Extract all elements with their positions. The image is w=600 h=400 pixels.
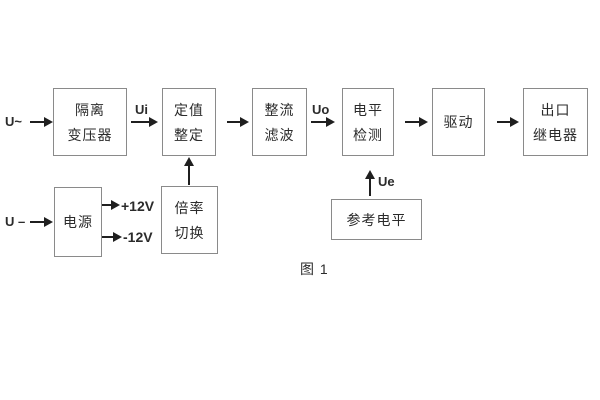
block-label: 变压器 <box>67 126 113 143</box>
block-reference-level: 参考电平 <box>331 199 422 240</box>
arrow-setpoint-to-rectifier <box>227 117 249 127</box>
arrow-dc-input <box>30 217 53 227</box>
signal-uo-label: Uo <box>312 102 330 117</box>
block-label: 整定 <box>174 126 204 143</box>
block-label: 检测 <box>353 126 383 143</box>
block-label: 整流 <box>264 101 295 118</box>
arrow-rail-negative <box>102 232 122 242</box>
block-label: 定值 <box>174 101 204 118</box>
signal-ui-label: Ui <box>135 102 148 117</box>
block-rectifier-filter: 整流 滤波 <box>252 88 307 156</box>
arrow-driver-to-relay <box>497 117 519 127</box>
block-label: 切换 <box>174 224 205 241</box>
signal-ue-label: Ue <box>378 174 395 189</box>
block-isolation-transformer: 隔离 变压器 <box>53 88 127 156</box>
arrow-multiplier-to-setpoint <box>184 157 194 185</box>
arrow-ui <box>131 117 158 127</box>
block-label: 电源 <box>63 214 93 230</box>
block-level-detector: 电平 检测 <box>342 88 394 156</box>
block-label: 驱动 <box>443 114 474 130</box>
arrow-level-to-driver <box>405 117 428 127</box>
rail-positive-label: +12V <box>121 198 155 214</box>
arrow-ac-input <box>30 117 53 127</box>
block-label: 参考电平 <box>346 211 407 228</box>
arrow-uo <box>311 117 335 127</box>
figure-caption: 图 1 <box>300 261 329 277</box>
block-label: 滤波 <box>264 126 295 143</box>
block-power-supply: 电源 <box>54 187 102 257</box>
block-setpoint-adjust: 定值 整定 <box>162 88 216 156</box>
ac-input-label: U~ <box>5 114 22 129</box>
arrow-rail-positive <box>102 200 120 210</box>
block-label: 继电器 <box>533 126 578 143</box>
rail-negative-label: -12V <box>123 229 153 245</box>
block-driver: 驱动 <box>432 88 485 156</box>
block-label: 电平 <box>353 101 383 118</box>
block-multiplier-switch: 倍率 切换 <box>161 186 218 254</box>
block-label: 倍率 <box>174 199 205 216</box>
block-label: 隔离 <box>75 101 105 118</box>
block-label: 出口 <box>540 101 571 118</box>
dc-input-label: U – <box>5 214 26 229</box>
block-output-relay: 出口 继电器 <box>523 88 588 156</box>
arrow-ue <box>365 170 375 196</box>
